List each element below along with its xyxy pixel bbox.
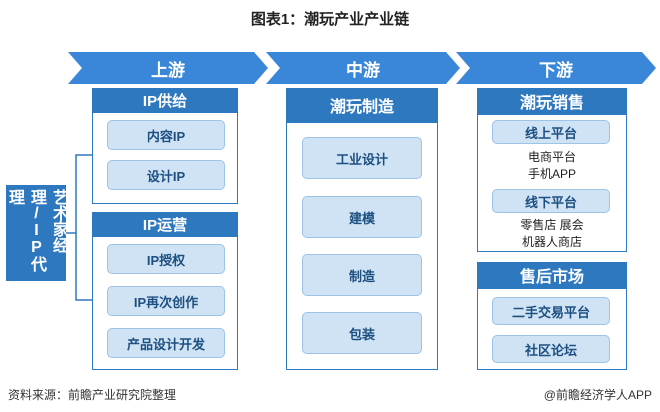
after-sales-header: 售后市场 — [477, 262, 627, 288]
sales-header: 潮玩销售 — [477, 88, 627, 114]
second-hand-pill: 二手交易平台 — [492, 297, 610, 325]
stage-midstream: 中游 — [266, 52, 460, 84]
online-desc-2: 手机APP — [527, 167, 576, 181]
ip-license-pill: IP授权 — [107, 244, 225, 274]
source-note: 资料来源：前瞻产业研究院整理 — [8, 388, 177, 402]
ip-recreation-pill: IP再次创作 — [107, 286, 225, 316]
online-desc-1: 电商平台 — [527, 150, 576, 164]
online-platform-pill: 线上平台 — [492, 120, 610, 144]
offline-desc-1: 零售店 展会 — [520, 218, 584, 232]
brand-credit: @前瞻经济学人APP — [543, 388, 652, 402]
product-design-pill: 产品设计开发 — [107, 328, 225, 358]
design-ip-pill: 设计IP — [107, 160, 225, 190]
community-forum-pill: 社区论坛 — [492, 335, 610, 363]
offline-platform-pill: 线下平台 — [492, 189, 610, 213]
manufacturing-header: 潮玩制造 — [286, 88, 438, 122]
modeling-pill: 建模 — [302, 196, 422, 238]
content-ip-pill: 内容IP — [107, 120, 225, 150]
manufacturing-pill: 制造 — [302, 254, 422, 296]
stage-downstream: 下游 — [456, 52, 656, 84]
page-title: 图表1：潮玩产业产业链 — [250, 11, 410, 28]
offline-desc-2: 机器人商店 — [521, 235, 582, 249]
ip-operation-header: IP运营 — [92, 212, 238, 236]
ip-supply-header: IP供给 — [92, 88, 238, 112]
packaging-pill: 包装 — [302, 312, 422, 354]
industrial-design-pill: 工业设计 — [302, 137, 422, 179]
stage-upstream: 上游 — [68, 52, 268, 84]
artist-agent-box: 艺术家经理/IP代理 — [6, 185, 67, 281]
